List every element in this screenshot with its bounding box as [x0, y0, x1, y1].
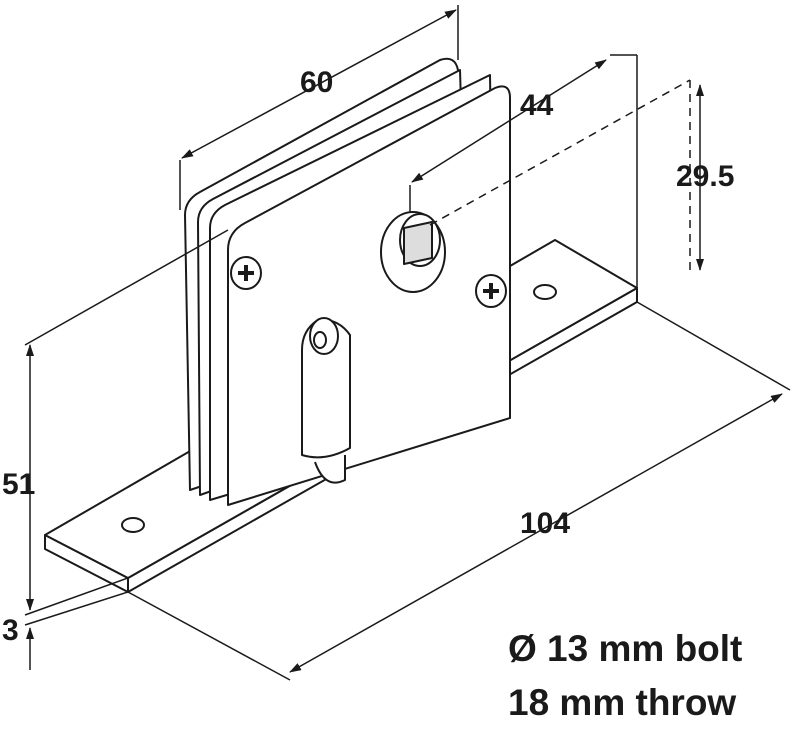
- lock-body: [184, 57, 511, 506]
- spec-bolt-diameter: Ø 13 mm bolt: [508, 628, 743, 669]
- keyhole: [380, 211, 446, 293]
- dim-plate-thickness: 3: [2, 614, 19, 647]
- dimension-lines: [24, 5, 791, 681]
- mounting-hole-right: [533, 284, 557, 300]
- screw-left: [230, 256, 262, 290]
- dim-plate-length: 104: [520, 507, 570, 540]
- spec-bolt-throw: 18 mm throw: [508, 682, 737, 723]
- dim-keyhole-height: 29.5: [676, 160, 734, 193]
- dim-width: 60: [300, 66, 333, 99]
- screw-right: [475, 274, 507, 308]
- dim-keyhole-offset: 44: [520, 89, 554, 122]
- dim-height: 51: [2, 468, 35, 501]
- mounting-hole-left: [121, 517, 145, 533]
